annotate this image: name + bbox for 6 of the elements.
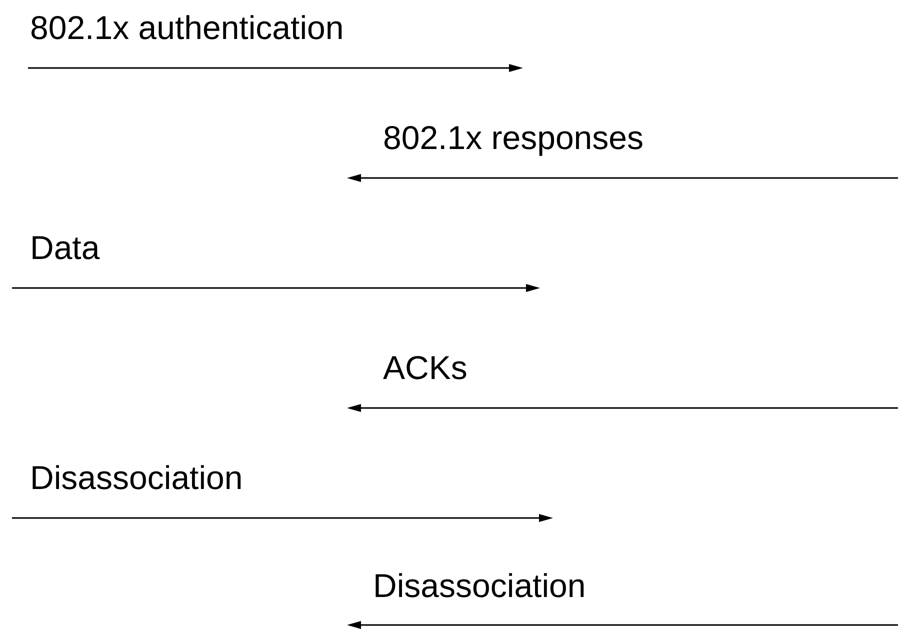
message-label: 802.1x responses [383, 119, 644, 157]
message-label: ACKs [383, 349, 468, 387]
message-label: 802.1x authentication [30, 9, 344, 47]
message-label: Data [30, 229, 100, 267]
message-label: Disassociation [30, 459, 243, 497]
message-label: Disassociation [373, 567, 586, 605]
